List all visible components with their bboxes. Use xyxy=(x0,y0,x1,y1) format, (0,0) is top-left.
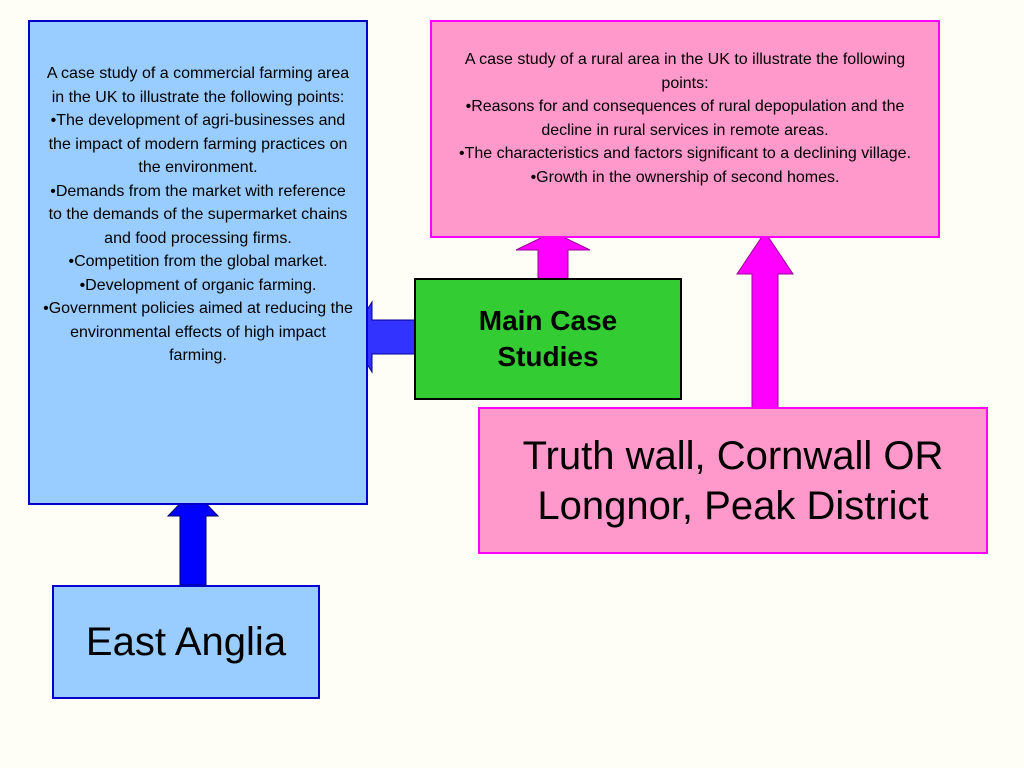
rural-line-3: •Growth in the ownership of second homes… xyxy=(530,168,840,186)
main-case-studies-box: Main Case Studies xyxy=(414,278,682,400)
arrow-up-truth-wall xyxy=(736,231,794,409)
commercial-line-2: •Demands from the market with reference … xyxy=(48,182,348,247)
rural-example-box: Truth wall, Cornwall OR Longnor, Peak Di… xyxy=(478,407,988,554)
rural-line-intro: A case study of a rural area in the UK t… xyxy=(464,51,906,92)
commercial-farming-text: A case study of a commercial farming are… xyxy=(42,62,354,368)
commercial-farming-box: A case study of a commercial farming are… xyxy=(28,20,368,505)
rural-area-text: A case study of a rural area in the UK t… xyxy=(442,48,928,189)
rural-line-2: •The characteristics and factors signifi… xyxy=(458,145,912,162)
main-case-studies-title: Main Case Studies xyxy=(478,305,618,372)
commercial-line-3: •Competition from the global market. xyxy=(68,253,328,270)
commercial-example-box: East Anglia xyxy=(52,585,320,699)
commercial-line-5: •Government policies aimed at reducing t… xyxy=(43,300,353,364)
rural-example-label: Truth wall, Cornwall OR Longnor, Peak Di… xyxy=(522,433,944,528)
rural-area-box: A case study of a rural area in the UK t… xyxy=(430,20,940,238)
commercial-line-intro: A case study of a commercial farming are… xyxy=(46,65,350,106)
commercial-line-1: •The development of agri-businesses and … xyxy=(48,112,348,176)
commercial-example-label: East Anglia xyxy=(85,620,287,664)
rural-line-1: •Reasons for and consequences of rural d… xyxy=(465,98,905,139)
commercial-line-4: •Development of organic farming. xyxy=(79,276,317,294)
